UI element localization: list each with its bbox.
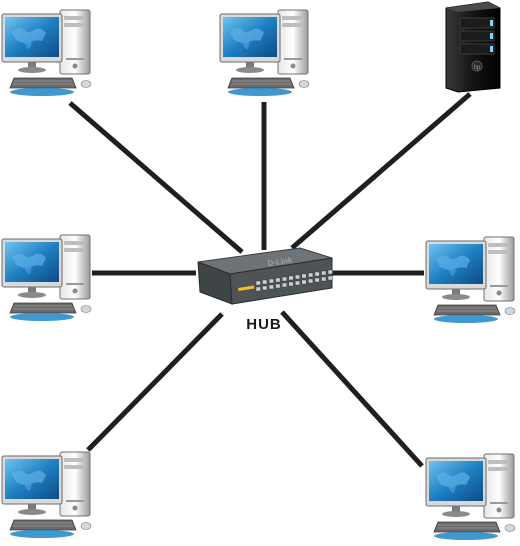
hub-port — [301, 279, 307, 285]
node-top-center — [219, 9, 310, 97]
hub-status-led — [237, 285, 255, 291]
hub-brand-label: D-Link — [267, 256, 293, 268]
hub-port — [282, 276, 287, 282]
node-bottom-left — [1, 451, 92, 539]
hub-port — [275, 277, 281, 283]
hub-port — [301, 273, 307, 279]
hub-port — [275, 283, 281, 289]
hub-port — [288, 275, 294, 281]
hub-port — [321, 276, 327, 282]
hub-port — [308, 272, 314, 278]
link-bottom-left — [86, 312, 224, 452]
hub-port — [321, 270, 327, 276]
hub-port — [262, 285, 268, 291]
hub-port — [308, 278, 314, 284]
hub-port — [268, 278, 274, 284]
hub-port — [327, 275, 333, 281]
hub-port — [255, 286, 261, 292]
link-bottom-right — [280, 310, 424, 468]
network-links — [68, 92, 472, 468]
node-middle-right — [425, 236, 516, 324]
hub-port — [295, 274, 300, 280]
hub-port — [268, 284, 274, 290]
hub-ports — [255, 269, 333, 292]
hub-port — [288, 281, 294, 287]
node-middle-left — [1, 234, 92, 322]
node-bottom-right — [425, 453, 516, 541]
hub-port — [262, 279, 268, 285]
node-top-right — [445, 1, 501, 93]
hub-port — [327, 269, 333, 275]
hub-port — [314, 277, 320, 283]
hub-device: D-Link — [197, 247, 333, 305]
hub-port — [282, 282, 287, 288]
node-top-left — [1, 9, 92, 97]
link-top-left — [68, 101, 244, 254]
hub-port — [255, 280, 261, 286]
hub-port — [314, 271, 320, 277]
hub-label: HUB — [246, 316, 282, 333]
link-top-right — [290, 92, 472, 250]
hub-port — [295, 280, 300, 286]
